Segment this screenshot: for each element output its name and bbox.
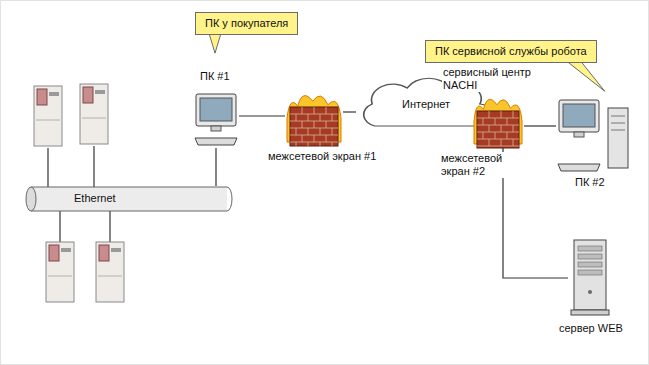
callout-bubble: ПК сервисной службы робота (425, 40, 597, 63)
robot-controller (80, 84, 108, 144)
callout-text: ПК у покупателя (205, 17, 288, 30)
node-label: сервер WEB (558, 322, 624, 335)
network-link (215, 148, 216, 186)
firewall: межсетевой экран #1 (285, 88, 343, 148)
firewall: межсетевой экран #2 (472, 92, 524, 150)
firewall-icon (285, 88, 343, 148)
network-link (239, 115, 285, 116)
server-icon (568, 238, 612, 318)
node-label: ПК #1 (199, 70, 231, 83)
ethernet-bus: Ethernet (18, 186, 240, 212)
node-label: сервисный центр NACHI (442, 66, 539, 92)
network-link (343, 111, 356, 112)
firewall-icon (472, 92, 524, 150)
callout-pointer (209, 33, 221, 53)
web-server: сервер WEB (568, 238, 612, 318)
pc-icon (556, 98, 632, 174)
node-label: ПК #2 (574, 176, 606, 189)
callout-text: ПК сервисной службы робота (435, 45, 587, 58)
robot-controller (96, 242, 124, 302)
pc-icon (193, 92, 239, 148)
service-pc: сервисный центр NACHIПК #2 (556, 98, 632, 174)
node-label: Ethernet (74, 192, 116, 205)
customer-pc: ПК #1 (193, 92, 239, 148)
node-label: межсетевой экран #1 (267, 150, 377, 163)
robot-controller (46, 242, 74, 302)
pipe-icon (18, 186, 240, 212)
callout-pointer (567, 61, 605, 91)
robot-controller (34, 86, 62, 146)
callout-bubble: ПК у покупателя (195, 12, 298, 35)
node-label: Интернет (356, 98, 496, 111)
network-link (496, 112, 568, 278)
node-label: межсетевой экран #2 (440, 152, 522, 178)
network-link (524, 125, 556, 126)
